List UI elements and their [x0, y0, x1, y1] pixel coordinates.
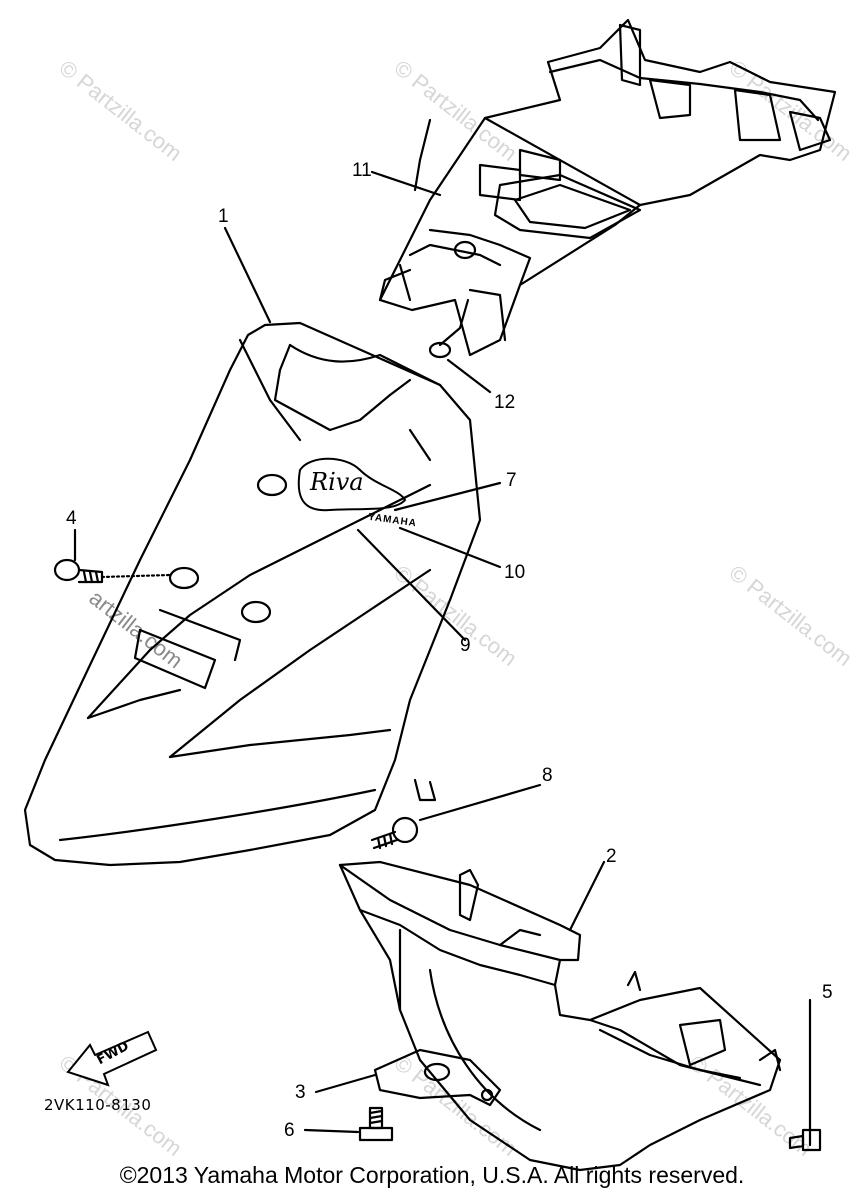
callout-9: 9	[460, 635, 471, 656]
callout-8: 8	[542, 765, 553, 786]
part-5-bolt	[788, 1128, 822, 1152]
riva-logo-icon	[297, 457, 407, 512]
callout-2: 2	[606, 846, 617, 867]
part-12-grommet	[428, 298, 492, 394]
callout-11: 11	[352, 160, 372, 181]
part-11-inner-panel	[378, 18, 837, 357]
fwd-arrow-icon	[66, 1030, 158, 1087]
callout-12: 12	[494, 392, 516, 413]
copyright-text: ©2013 Yamaha Motor Corporation, U.S.A. A…	[119, 1162, 745, 1188]
leader-10	[398, 526, 502, 569]
leader-9	[356, 528, 467, 642]
part-3-plate	[373, 1048, 502, 1107]
callout-3: 3	[295, 1082, 306, 1103]
callout-4: 4	[66, 508, 77, 529]
leader-8	[418, 783, 542, 822]
part-6-bolt	[358, 1106, 394, 1142]
leader-7	[393, 481, 502, 512]
riva-logo-text: Riva	[310, 468, 364, 496]
leader-3	[314, 1073, 377, 1094]
leader-2	[568, 860, 606, 932]
diagram-code: 2VK110-8130	[44, 1096, 152, 1114]
leader-11	[370, 170, 442, 197]
part-4-screw	[53, 558, 172, 584]
leader-1	[223, 226, 272, 324]
callout-10: 10	[504, 562, 526, 583]
callout-7: 7	[506, 470, 517, 491]
callout-6: 6	[284, 1120, 295, 1141]
leader-6	[303, 1128, 360, 1134]
callout-1: 1	[218, 206, 229, 227]
part-1-front-cover	[23, 321, 482, 867]
callout-5: 5	[822, 982, 833, 1003]
part-8-screw	[370, 816, 419, 850]
part-2-lower-shield	[338, 860, 782, 1172]
